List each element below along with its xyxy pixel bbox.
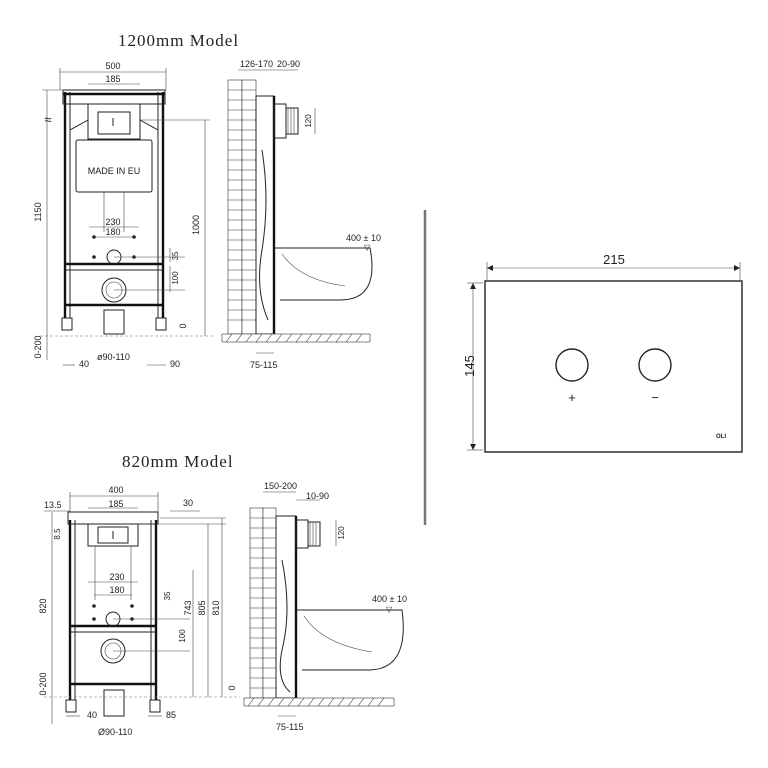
dim-0-200: 0-200: [33, 335, 43, 358]
dim-0-200-820: 0-200: [38, 672, 48, 695]
dim-85: 85: [166, 710, 176, 720]
dim-20-90: 20-90: [277, 59, 300, 69]
dim-820: 820: [38, 598, 48, 613]
flush-plate: 215 145 + − OLI: [462, 252, 743, 453]
dim-40-820: 40: [87, 710, 97, 720]
dim-185-820: 185: [108, 499, 123, 509]
dim-100-820: 100: [178, 629, 187, 643]
made-in-eu-mark: MADE IN EU: [88, 166, 141, 176]
dim-180-820: 180: [109, 585, 124, 595]
dim-13-5: 13.5: [44, 500, 62, 510]
dim-90: 90: [170, 359, 180, 369]
dim-120-820: 120: [337, 526, 346, 540]
dim-743: 743: [183, 600, 193, 615]
dim-230-820: 230: [109, 572, 124, 582]
front-view-820: 400 185 13.5 30 8.5 230 180 35 100 820 0…: [38, 485, 240, 737]
dim-810: 810: [211, 600, 221, 615]
dim-500: 500: [105, 61, 120, 71]
level-icon-820: ▽: [386, 605, 393, 614]
dim-zero: 0: [178, 323, 188, 328]
dim-400: 400: [108, 485, 123, 495]
dim-8-5: 8.5: [53, 528, 62, 540]
bowl-height: 400 ± 10: [346, 233, 381, 243]
plate-height: 145: [462, 355, 477, 377]
plus-icon: +: [568, 390, 576, 405]
dim-75-115: 75-115: [250, 360, 277, 370]
dim-180: 180: [105, 227, 120, 237]
dim-35: 35: [171, 251, 180, 260]
dim-100: 100: [171, 271, 180, 285]
dim-30: 30: [183, 498, 193, 508]
pipe-diameter: ø90-110: [97, 352, 130, 362]
title-820: 820mm Model: [122, 452, 234, 471]
minus-icon: −: [651, 390, 659, 405]
dim-120: 120: [304, 114, 313, 128]
brand-logo: OLI: [716, 434, 726, 440]
pipe-diameter-820: Ø90-110: [98, 727, 132, 737]
dim-230: 230: [105, 217, 120, 227]
side-view-820: 150-200 10-90 120 400 ± 10 ▽ 75-115: [243, 481, 407, 732]
plate-width: 215: [603, 252, 625, 267]
flow-arrow-icon: ≈: [44, 112, 51, 127]
dim-150-200: 150-200: [264, 481, 297, 491]
dim-75-115-820: 75-115: [276, 722, 303, 732]
full-flush-button[interactable]: [555, 348, 589, 382]
dim-805: 805: [197, 600, 207, 615]
dim-126-170: 126-170: [240, 59, 273, 69]
level-icon: ▽: [364, 243, 371, 252]
dim-185: 185: [105, 74, 120, 84]
dim-1000: 1000: [191, 215, 201, 235]
half-flush-button[interactable]: [638, 348, 672, 382]
side-view-1200: 126-170 20-90 120 400 ± 10 ▽ 75-115: [221, 59, 381, 370]
dim-1150: 1150: [33, 202, 43, 221]
title-1200: 1200mm Model: [118, 31, 239, 50]
front-view-1200: MADE IN EU 500 185 230 180 115: [33, 61, 215, 369]
bowl-height-820: 400 ± 10: [372, 594, 407, 604]
dim-10-90: 10-90: [306, 491, 329, 501]
dim-zero-820: 0: [227, 685, 237, 690]
dim-40: 40: [79, 359, 89, 369]
dim-35-820: 35: [163, 591, 172, 600]
